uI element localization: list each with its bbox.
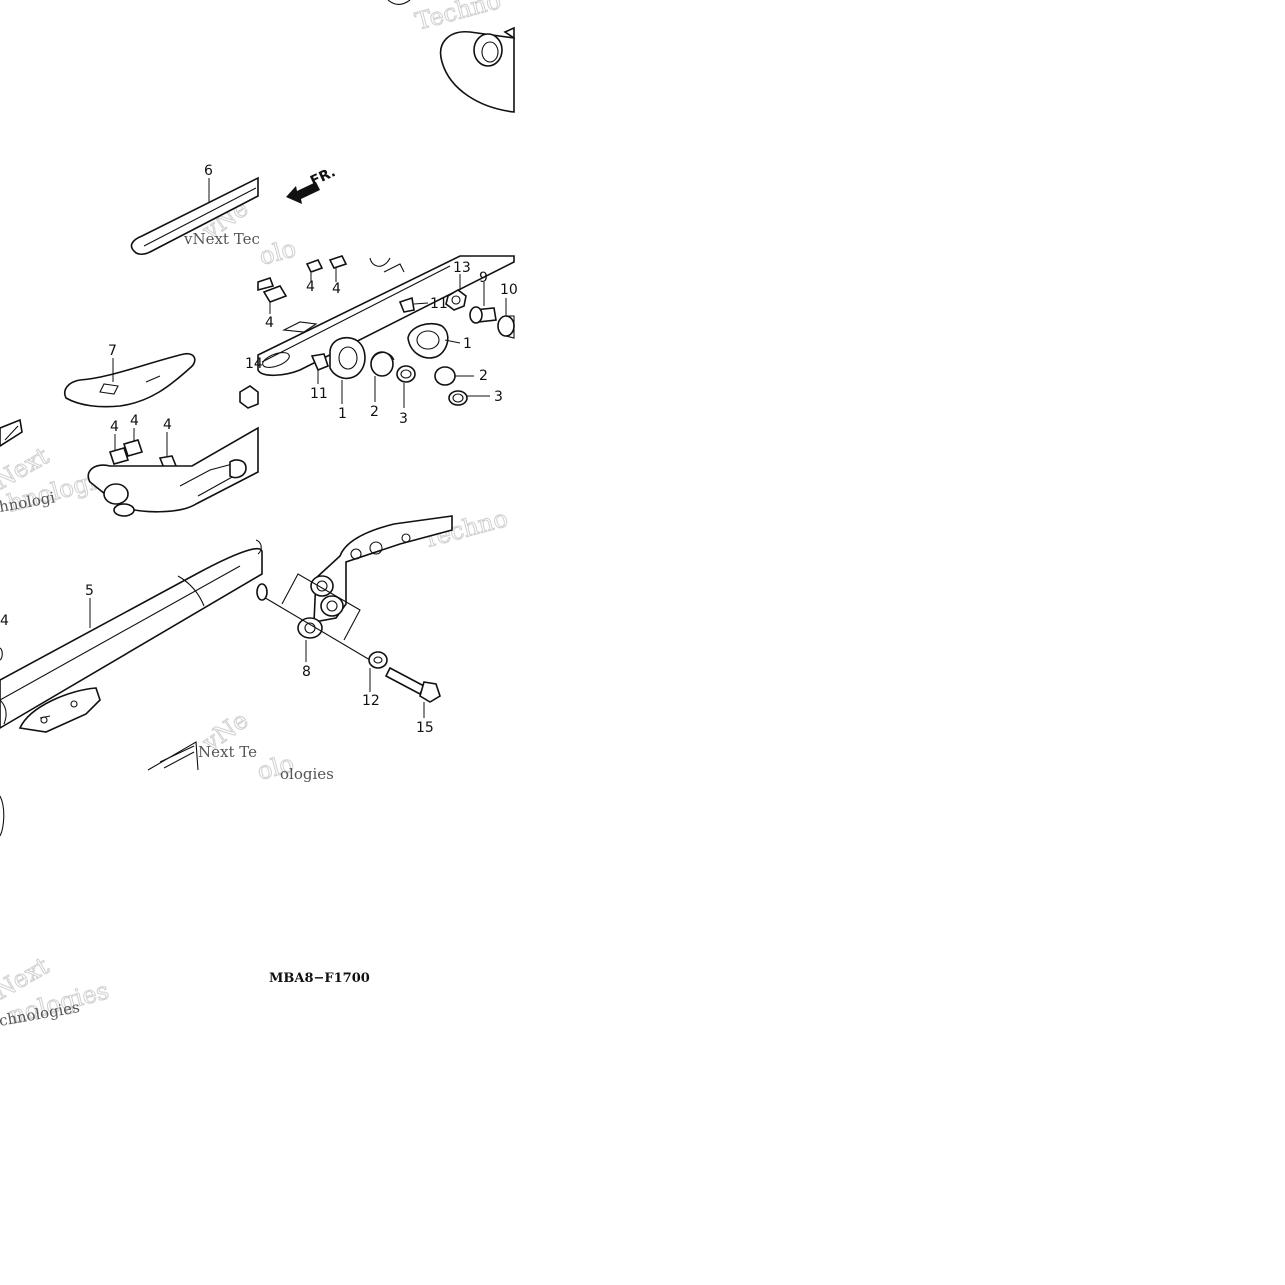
label-part-4: 4 [163,417,172,433]
svg-text:Techno: Techno [412,0,503,36]
nuts-collars [445,274,515,339]
flange-gaskets [310,296,490,408]
label-part-6: 6 [204,163,213,179]
muffler-5 [0,539,263,837]
part-number-labels: 6 4 4 4 13 9 10 11 1 2 3 11 1 2 3 14 7 4… [0,163,518,736]
label-part-4: 4 [110,419,119,435]
label-part-1: 1 [463,336,472,352]
label-part-3: 3 [494,389,503,405]
label-part-11: 11 [430,296,448,312]
label-part-2: 2 [370,404,379,420]
label-part-4: 4 [130,413,139,429]
label-part-8: 8 [302,664,311,680]
label-part-1: 1 [338,406,347,422]
label-part-12: 12 [362,693,380,709]
label-part-10: 10 [500,282,518,298]
clip-parts-4-upper [257,255,348,314]
svg-text:Next Te: Next Te [198,743,257,761]
label-part-9: 9 [479,270,488,286]
label-part-13: 13 [453,260,471,276]
exhaust-pipe-bend [387,0,515,113]
svg-text:ologies: ologies [280,765,334,783]
label-part-4: 4 [265,315,274,331]
watermark-layer: Techno Next hnologies vNe Techno vNe olo… [0,0,511,1030]
label-part-3: 3 [399,411,408,427]
label-part-11: 11 [310,386,328,402]
heat-shield-7 [64,352,196,408]
svg-text:olo: olo [256,234,299,271]
heat-shield-6 [130,176,259,256]
diagram-code: MBA8−F1700 [269,971,370,986]
label-part-7: 7 [108,343,117,359]
clip-parts-4-lower [108,428,178,469]
label-part-2: 2 [479,368,488,384]
label-part-4: 4 [0,613,9,629]
muffler-front-section [0,418,259,517]
exhaust-header-pipe [257,255,515,377]
svg-text:vNext Tec: vNext Tec [183,230,260,248]
label-part-4: 4 [332,281,341,297]
label-part-15: 15 [416,720,434,736]
front-marker: FR. [308,164,338,189]
front-direction-arrow: FR. [286,164,338,204]
nut-14 [239,385,259,409]
bracket-assembly [256,515,453,718]
label-part-14: 14 [245,356,263,372]
label-part-5: 5 [85,583,94,599]
label-part-4: 4 [306,279,315,295]
